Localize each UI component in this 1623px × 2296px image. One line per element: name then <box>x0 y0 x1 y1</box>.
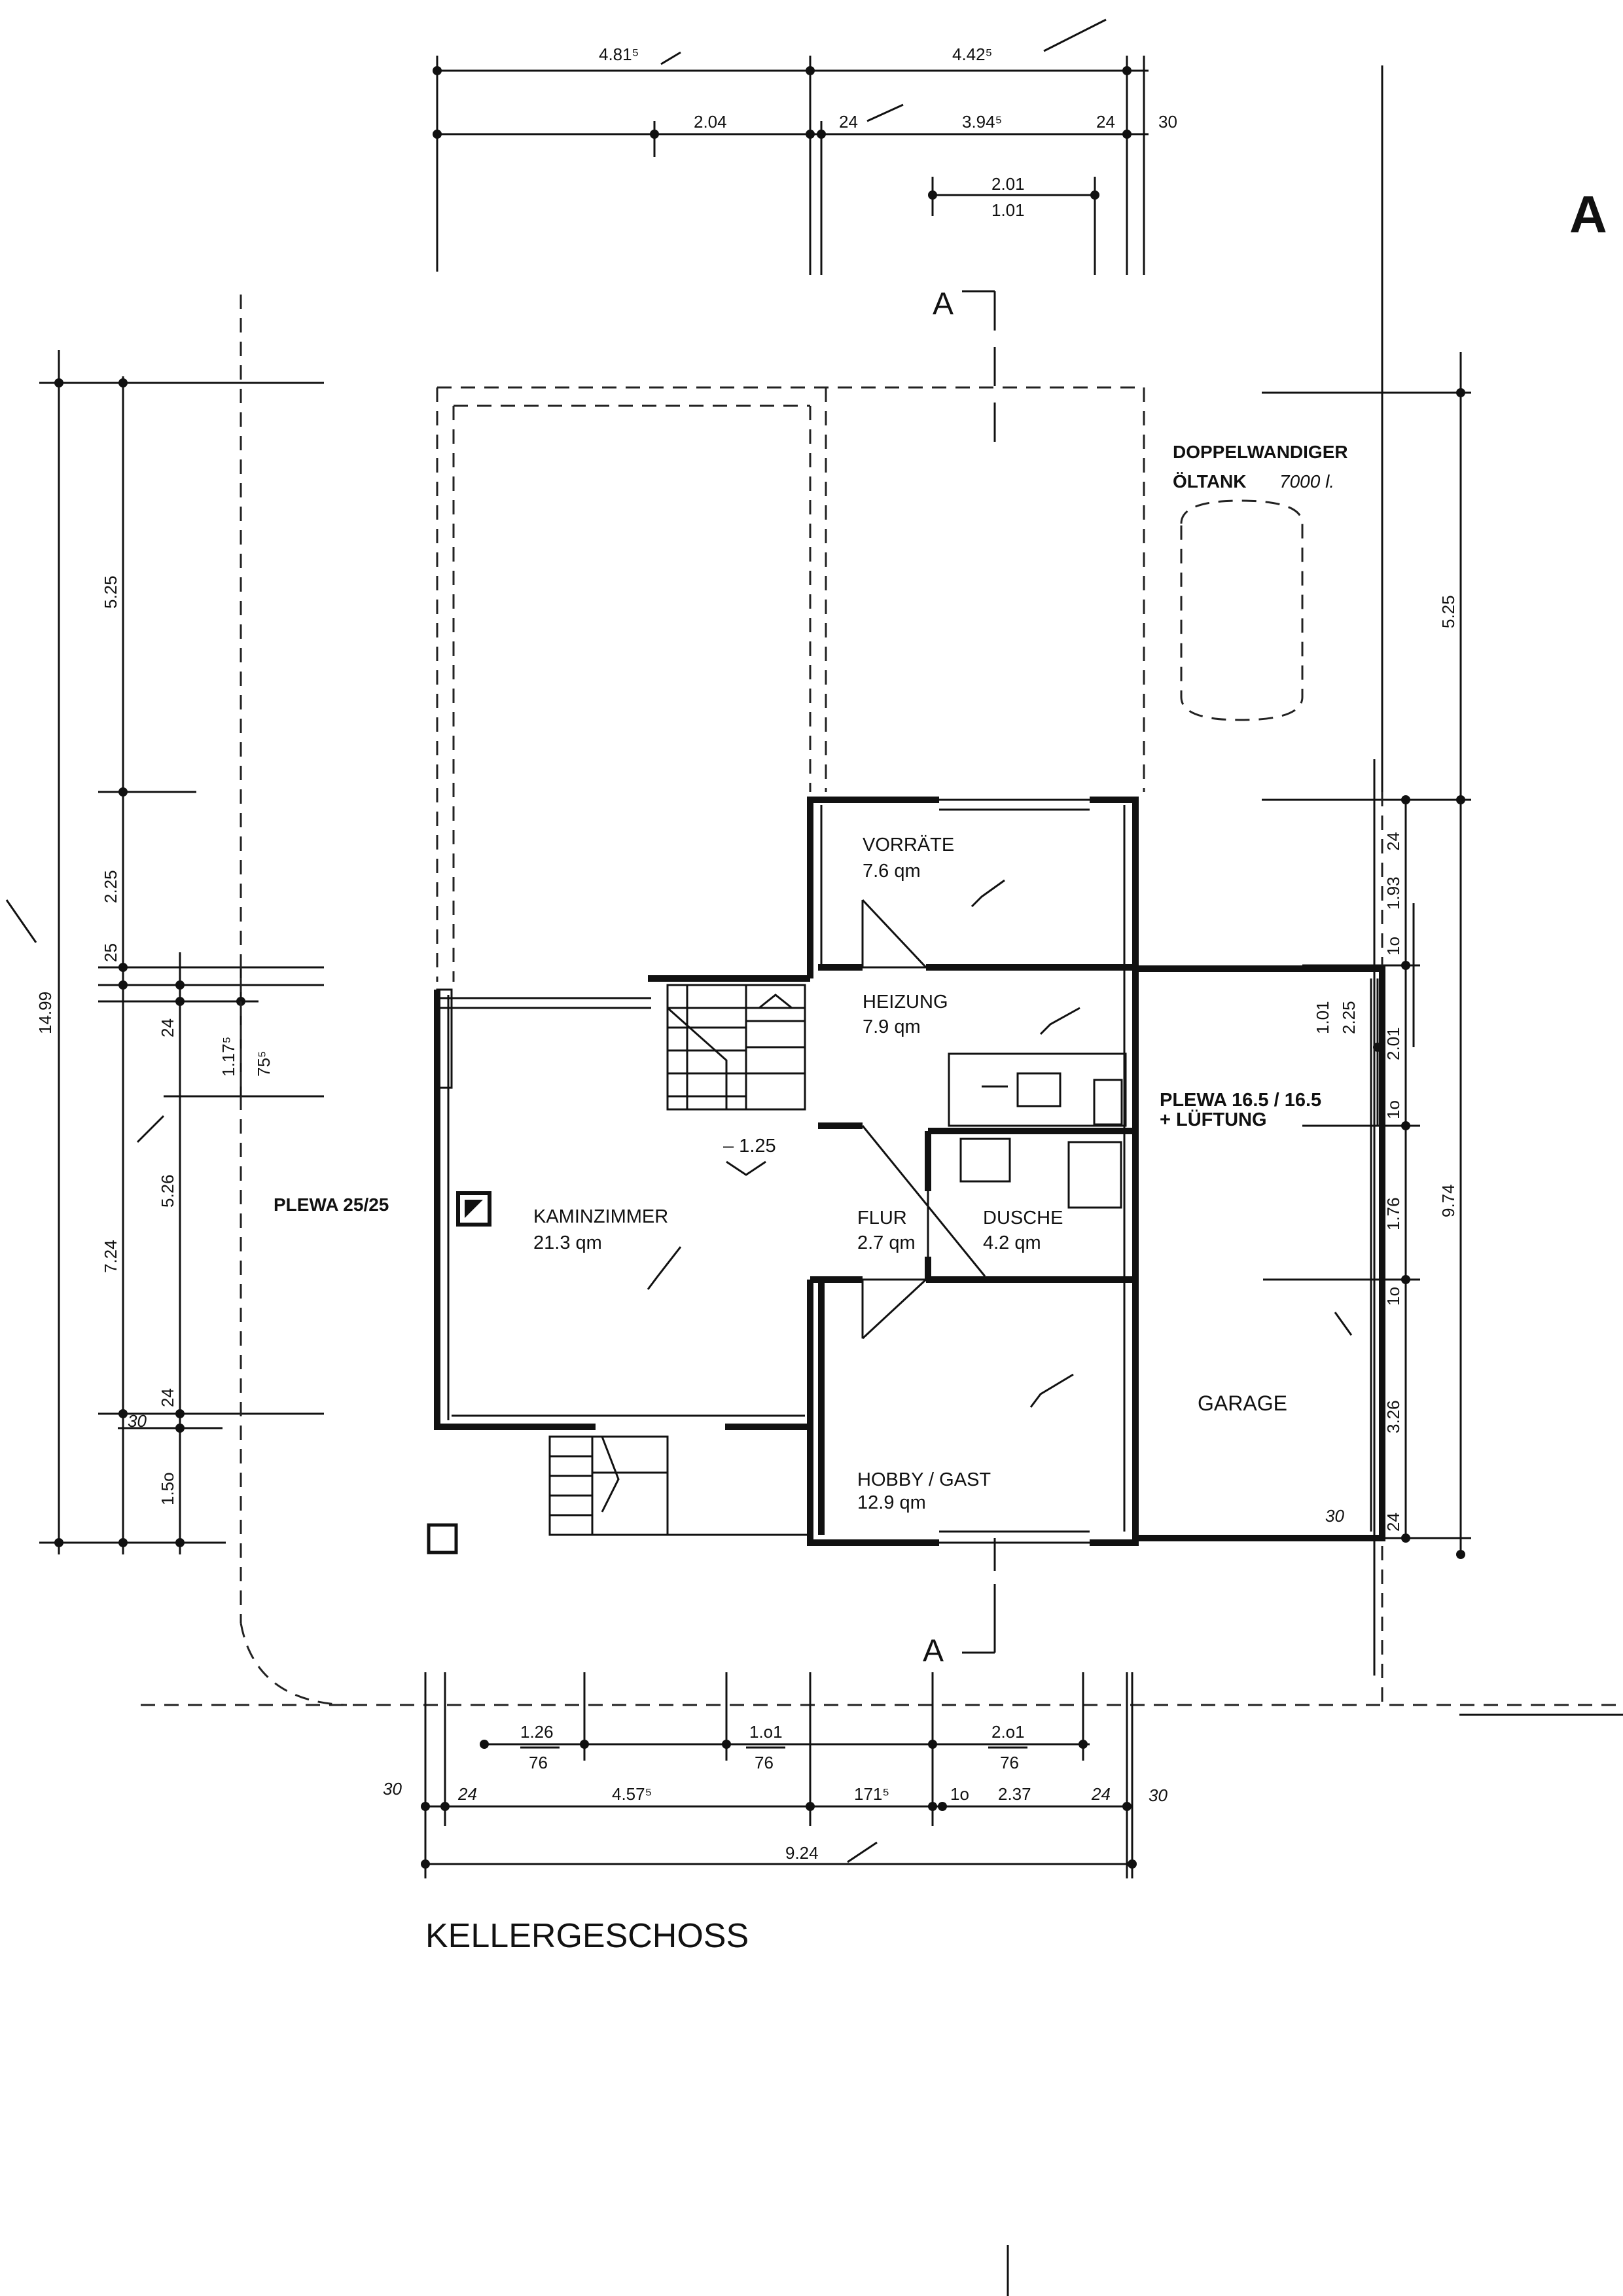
heating-equipment <box>948 1052 1127 1209</box>
dim-bottom-12: 2.37 <box>998 1784 1031 1804</box>
dim-right-10: 1.76 <box>1383 1197 1403 1230</box>
dim-bottom-8: 24 <box>457 1784 477 1804</box>
dim-right-4: 1.93 <box>1383 876 1403 910</box>
dim-bottom-5: 2.o1 <box>991 1722 1025 1742</box>
dim-top-1: 4.81⁵ <box>599 45 639 64</box>
dim-left-3: 2.25 <box>101 870 120 903</box>
dim-top-3: 2.04 <box>694 112 727 132</box>
building-walls <box>434 797 1385 1546</box>
room-dusche-name: DUSCHE <box>983 1208 1063 1229</box>
dim-left-1: 14.99 <box>35 992 55 1034</box>
oeltank-volume: 7000 l. <box>1279 471 1334 492</box>
dim-bottom-11: 1o <box>950 1784 969 1804</box>
plewa-garage-label-1: PLEWA 16.5 / 16.5 <box>1160 1090 1321 1111</box>
dim-top-2: 4.42⁵ <box>952 45 992 64</box>
section-marker-bottom: A <box>923 1634 944 1668</box>
left-dimensions: 14.99 5.25 2.25 25 7.24 24 1.17⁵ 75⁵ 5.2… <box>35 350 324 1554</box>
room-dusche-area: 4.2 qm <box>983 1232 1041 1253</box>
room-flur-name: FLUR <box>857 1208 907 1229</box>
room-vorraete-area: 7.6 qm <box>863 861 921 882</box>
dim-right-13: 24 <box>1383 1513 1403 1532</box>
dim-right-12: 3.26 <box>1383 1400 1403 1433</box>
dim-left-6: 24 <box>158 1018 177 1037</box>
oeltank-label-2: ÖLTANK <box>1173 471 1247 492</box>
dim-left-5: 7.24 <box>101 1240 120 1273</box>
plan-title: KELLERGESCHOSS <box>425 1917 749 1955</box>
dim-top-6: 24 <box>1096 112 1115 132</box>
dim-right-11: 1o <box>1383 1287 1403 1306</box>
dim-bottom-2: 76 <box>529 1753 548 1772</box>
dim-left-4: 25 <box>101 943 120 962</box>
dim-left-10: 30 <box>128 1411 147 1431</box>
dim-left-2: 5.25 <box>101 575 120 609</box>
dim-bottom-14: 30 <box>1149 1785 1168 1805</box>
dim-bottom-10: 171⁵ <box>854 1784 889 1804</box>
dim-bottom-6: 76 <box>1000 1753 1019 1772</box>
dim-bottom-3: 1.o1 <box>749 1722 783 1742</box>
marker-square <box>427 1523 458 1554</box>
section-line-a: A A <box>923 287 996 1668</box>
room-heizung-area: 7.9 qm <box>863 1016 921 1037</box>
dim-right-1: 5.25 <box>1438 595 1458 628</box>
dim-left-8: 75⁵ <box>254 1050 274 1077</box>
dim-bottom-9: 4.57⁵ <box>612 1784 652 1804</box>
dim-top-4: 24 <box>839 112 858 132</box>
dim-right-3: 24 <box>1383 832 1403 851</box>
section-marker-top: A <box>933 287 954 321</box>
dim-top-8: 2.01 <box>991 174 1025 194</box>
dim-top-7: 30 <box>1158 112 1177 132</box>
room-labels: VORRÄTE 7.6 qm HEIZUNG 7.9 qm KAMINZIMME… <box>274 834 1353 1513</box>
room-kaminzimmer-name: KAMINZIMMER <box>533 1206 668 1227</box>
dim-left-11: 24 <box>158 1388 177 1407</box>
corner-marker: A <box>1569 185 1607 243</box>
room-flur-area: 2.7 qm <box>857 1232 916 1253</box>
stairs <box>548 984 810 1536</box>
dim-bottom-1: 1.26 <box>520 1722 554 1742</box>
dim-left-12: 1.5o <box>158 1472 177 1505</box>
room-heizung-name: HEIZUNG <box>863 992 948 1013</box>
dim-top-5: 3.94⁵ <box>962 112 1002 132</box>
plewa-garage-label-2: + LÜFTUNG <box>1160 1109 1267 1130</box>
room-hobby-area: 12.9 qm <box>857 1492 926 1513</box>
bottom-dimensions: 1.26 76 1.o1 76 2.o1 76 30 24 4.57⁵ 171⁵… <box>383 1672 1168 1878</box>
dim-right-5: 1o <box>1383 937 1403 956</box>
margin-mark <box>5 899 37 943</box>
room-hobby-name: HOBBY / GAST <box>857 1469 991 1490</box>
dim-right-2: 9.74 <box>1438 1184 1458 1217</box>
level-label: – 1.25 <box>723 1136 776 1157</box>
dim-bottom-13: 24 <box>1091 1784 1111 1804</box>
room-vorraete-name: VORRÄTE <box>863 834 954 855</box>
dim-right-6: 2.25 <box>1339 1001 1359 1034</box>
oil-tank: DOPPELWANDIGER ÖLTANK 7000 l. <box>1173 442 1348 721</box>
room-garage-name: GARAGE <box>1198 1391 1287 1415</box>
room-kaminzimmer-area: 21.3 qm <box>533 1232 602 1253</box>
right-dimensions: 5.25 9.74 24 1.93 1o 2.25 1.01 2.01 1o 1… <box>1262 65 1471 1676</box>
dim-bottom-4: 76 <box>755 1753 774 1772</box>
top-dimensions: 4.81⁵ 4.42⁵ 2.04 24 3.94⁵ 24 30 2.01 1.0… <box>433 18 1177 275</box>
fireplace-icon <box>456 1191 491 1227</box>
dim-right-8: 2.01 <box>1383 1027 1403 1060</box>
dim-right-7: 1.01 <box>1313 1001 1332 1034</box>
dim-top-9: 1.01 <box>991 200 1025 220</box>
dim-bottom-15: 9.24 <box>785 1843 819 1863</box>
oeltank-label-1: DOPPELWANDIGER <box>1173 442 1348 462</box>
dim-bottom-7: 30 <box>383 1779 402 1799</box>
plewa-left-label: PLEWA 25/25 <box>274 1194 389 1215</box>
dim-left-9: 5.26 <box>158 1174 177 1208</box>
dim-left-7: 1.17⁵ <box>219 1037 238 1077</box>
terrace-outline <box>436 386 1145 982</box>
dim-right-9: 1o <box>1383 1100 1403 1119</box>
dim-right-14: 30 <box>1325 1506 1344 1526</box>
